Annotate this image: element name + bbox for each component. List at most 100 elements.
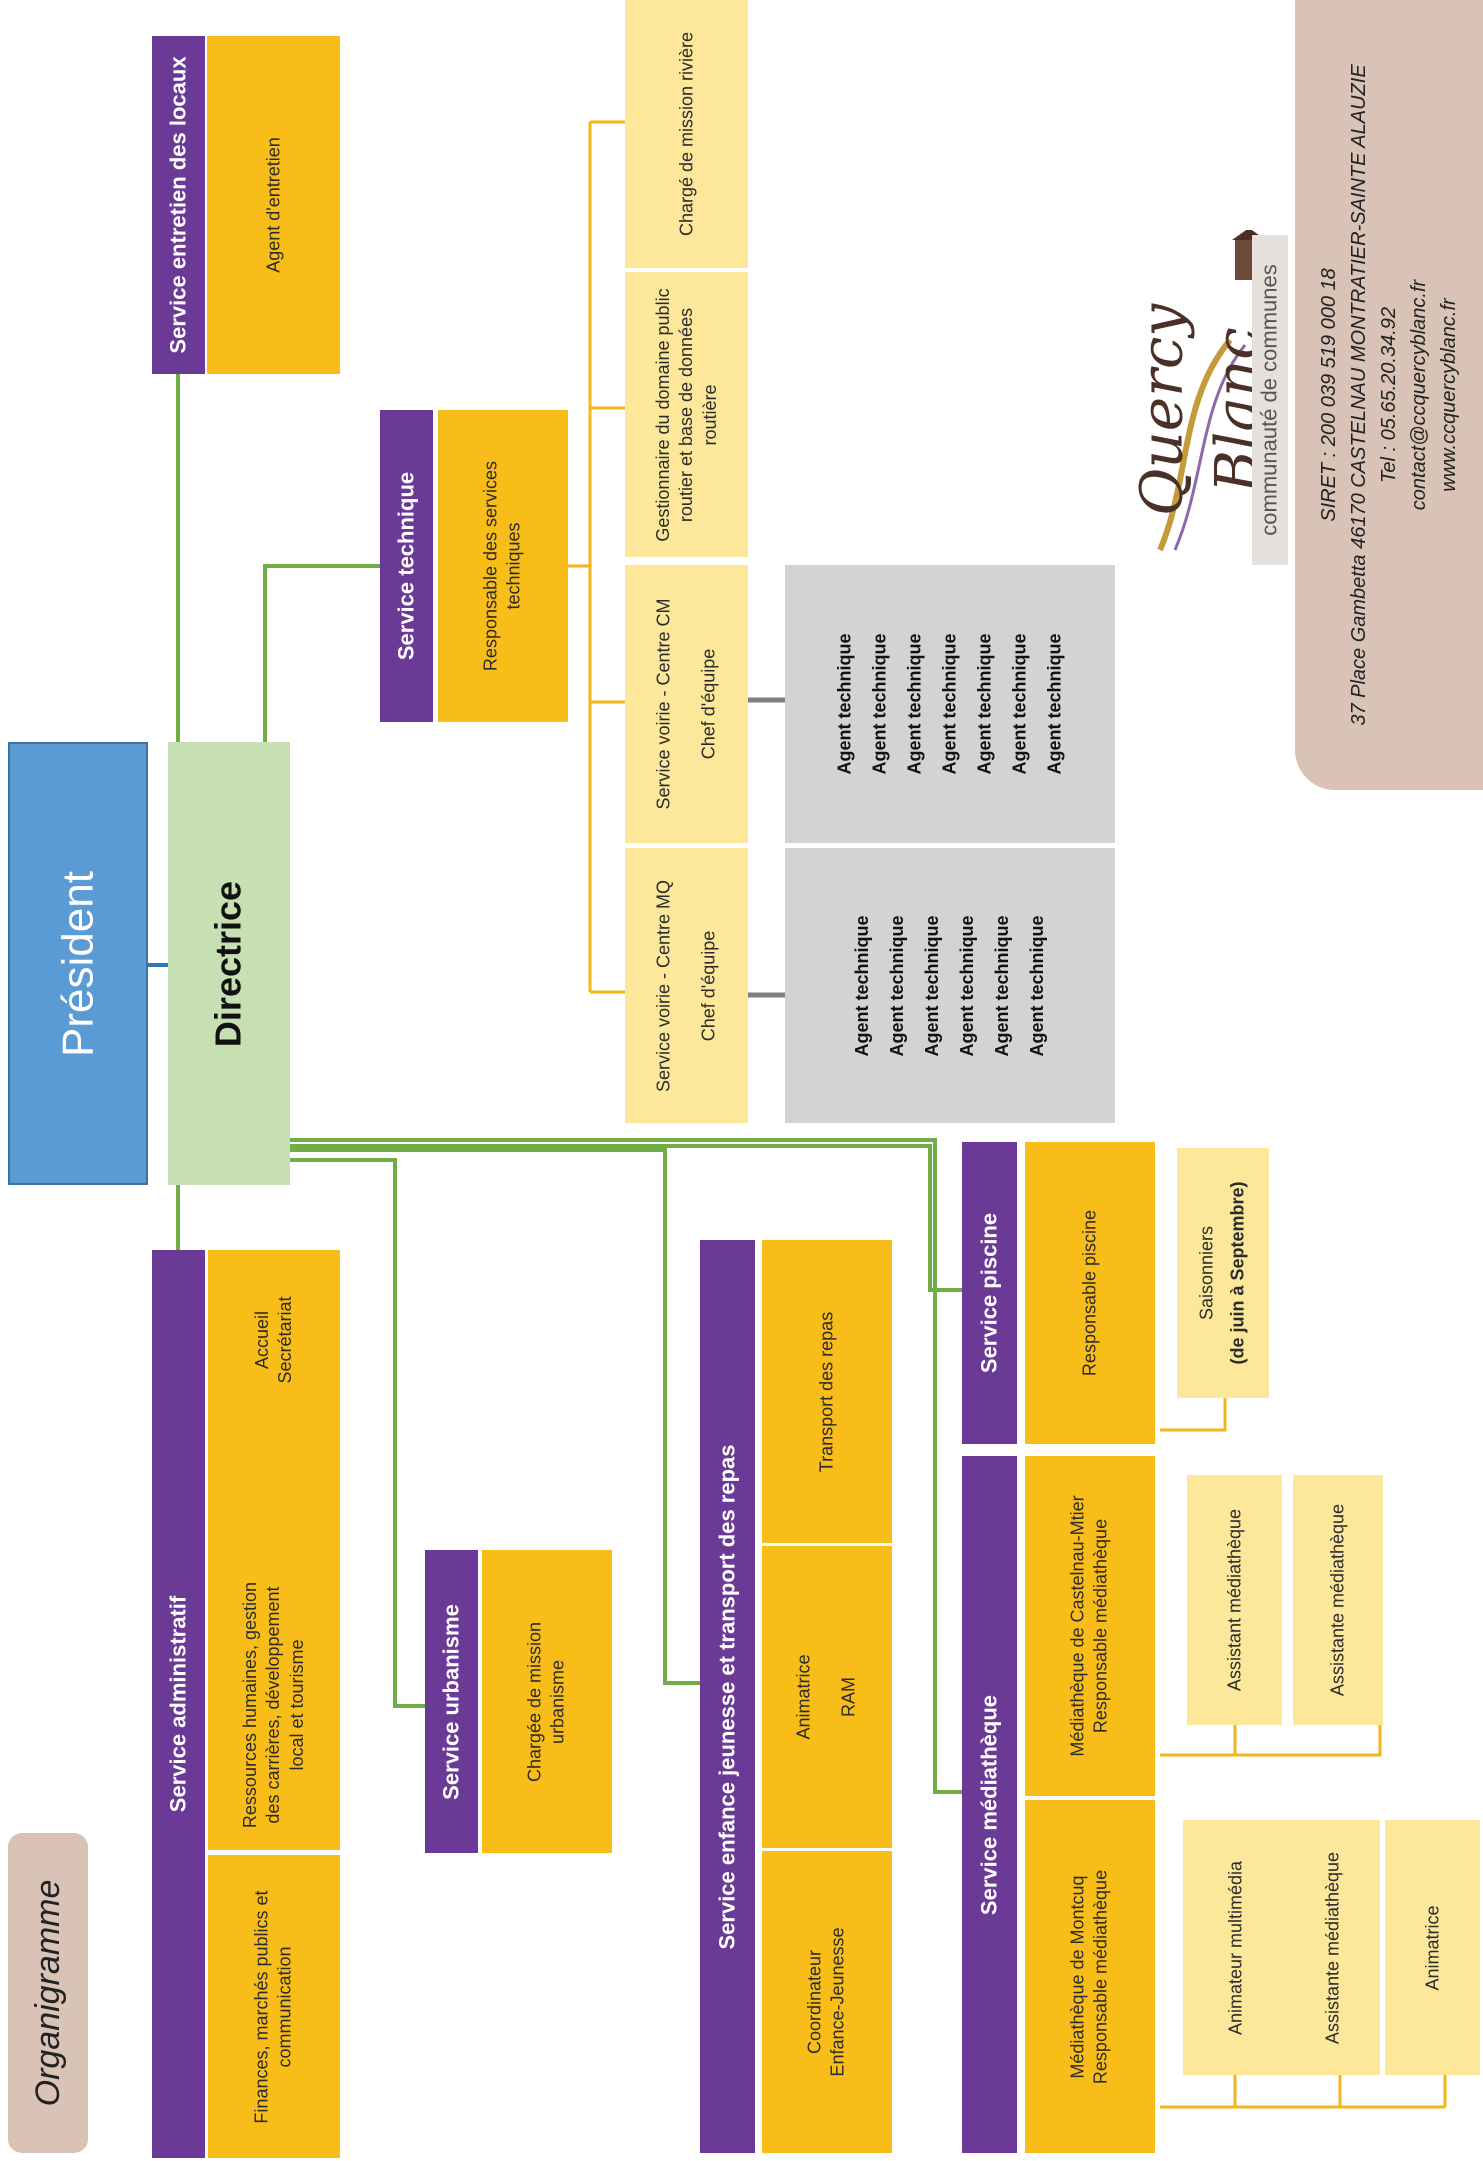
responsable-technique-label: Responsable des services techniques [480,460,524,672]
charge-mission-riviere-box: Chargé de mission rivière [625,0,748,268]
saisonniers-box: Saisonniers (de juin à Septembre) [1177,1148,1269,1398]
finances-label: Finances, marchés publics et communicati… [251,1889,295,2124]
responsable-piscine-box: Responsable piscine [1025,1142,1155,1444]
animatrice-ram-box: Animatrice RAM [762,1546,892,1848]
animatrice-label: Animatrice [793,1654,814,1740]
mediatheque-castelnau-text: Médiathèque de Castelnau-Mtier Responsab… [1067,1466,1114,1786]
saisonniers-label: Saisonniers [1196,1225,1217,1321]
directrice-label: Directrice [207,880,249,1047]
service-entretien-header: Service entretien des locaux [152,36,205,374]
montcuq-label: Médiathèque de Montcuq [1067,1874,1088,2079]
agent-technique-item: Agent technique [869,633,890,775]
ram-label: RAM [839,1677,859,1717]
coordinateur-text: Coordinateur Enfance-Jeunesse [804,1872,851,2132]
service-urbanisme-label: Service urbanisme [438,1603,464,1800]
accueil-secretariat-group: Accueil Secrétariat [251,1270,298,1410]
service-entretien-label: Service entretien des locaux [165,56,191,354]
assistante-mediatheque-2-box: Assistante médiathèque [1293,1475,1383,1725]
agent-technique-item: Agent technique [974,633,995,775]
chargee-urbanisme-box: Chargée de mission urbanisme [482,1550,612,1853]
service-urbanisme-header: Service urbanisme [425,1550,478,1853]
service-enfance-header: Service enfance jeunesse et transport de… [700,1240,755,2153]
service-technique-header: Service technique [380,410,433,722]
assistante-mediatheque-2-label: Assistante médiathèque [1327,1503,1348,1697]
animateur-multimedia-label: Animateur multimédia [1224,1860,1245,2035]
secretariat-label: Secrétariat [274,1296,295,1384]
responsable-piscine-label: Responsable piscine [1079,1209,1100,1377]
chargee-urbanisme-label: Chargée de mission urbanisme [524,1621,568,1782]
voirie-mq-chef: Chef d'équipe [698,930,719,1041]
tel-text: Tel : 05.65.20.34.92 [1378,306,1400,484]
gestionnaire-domaine-label: Gestionnaire du domaine public routier e… [652,287,720,542]
page-title: Organigramme [28,1879,67,2107]
mediatheque-montcuq-box: Médiathèque de Montcuq Responsable média… [1025,1800,1155,2153]
assistante-mediatheque-1-label: Assistante médiathèque [1321,1851,1342,2044]
email-text: contact@ccquercyblanc.fr [1408,279,1430,511]
accueil-secretariat-box: Ressources humaines, gestion des carrièr… [208,1250,340,1850]
transport-repas-label: Transport des repas [816,1311,837,1472]
agent-entretien-label: Agent d'entretien [262,137,283,273]
transport-repas-box: Transport des repas [762,1240,892,1543]
logo-tagline-box: communauté de communes [1252,235,1288,565]
coordinateur-label: Coordinateur [804,1949,825,2055]
service-administratif-header: Service administratif [152,1250,205,2158]
gestionnaire-domaine-box: Gestionnaire du domaine public routier e… [625,272,748,557]
voirie-mq-text: Service voirie - Centre MQ Chef d'équipe [652,856,721,1116]
directrice-box: Directrice [168,742,290,1185]
title-badge: Organigramme [8,1833,88,2153]
animatrice-ram-text: Animatrice RAM [793,1567,862,1827]
agent-technique-item: Agent technique [1044,633,1065,775]
agent-technique-item: Agent technique [852,914,872,1057]
president-label: Président [53,870,103,1057]
saisonniers-period: (de juin à Septembre) [1228,1181,1248,1365]
agent-entretien-box: Agent d'entretien [207,36,340,374]
mediatheque-castelnau-box: Médiathèque de Castelnau-Mtier Responsab… [1025,1456,1155,1796]
admin-roles-row: Ressources humaines, gestion des carrièr… [239,1270,309,1830]
agent-technique-item: Agent technique [992,914,1012,1057]
siret-text: SIRET : 200 039 519 000 18 [1318,268,1340,522]
animatrice-mediatheque-box: Animatrice [1385,1820,1480,2075]
voirie-cm-box: Service voirie - Centre CM Chef d'équipe [625,565,748,843]
agent-technique-item: Agent technique [1027,914,1047,1057]
agent-technique-item: Agent technique [887,914,907,1057]
mediatheque-montcuq-text: Médiathèque de Montcuq Responsable média… [1067,1812,1114,2142]
coordinateur-sub-label: Enfance-Jeunesse [828,1927,848,2077]
service-administratif-label: Service administratif [165,1595,191,1813]
montcuq-responsable-label: Responsable médiathèque [1091,1869,1111,2084]
service-technique-label: Service technique [393,471,419,661]
saisonniers-text: Saisonniers (de juin à Septembre) [1196,1153,1251,1393]
contact-lines: SIRET : 200 039 519 000 18 37 Place Gamb… [1316,15,1462,775]
agents-mq-box: Agent technique Agent technique Agent te… [785,848,1115,1123]
service-piscine-label: Service piscine [976,1212,1002,1374]
contact-card: SIRET : 200 039 519 000 18 37 Place Gamb… [1295,0,1483,790]
agent-technique-item: Agent technique [834,633,855,775]
agents-cm-box: Agent technique Agent technique Agent te… [785,565,1115,843]
coordinateur-box: Coordinateur Enfance-Jeunesse [762,1851,892,2153]
charge-mission-riviere-label: Chargé de mission rivière [675,31,696,237]
service-enfance-label: Service enfance jeunesse et transport de… [714,1444,740,1950]
assistant-mediatheque-box: Assistant médiathèque [1187,1475,1282,1725]
service-mediatheque-header: Service médiathèque [962,1456,1017,2153]
logo-tagline: communauté de communes [1256,264,1282,536]
agent-technique-item: Agent technique [904,633,925,775]
agent-technique-item: Agent technique [957,914,977,1057]
voirie-mq-box: Service voirie - Centre MQ Chef d'équipe [625,848,748,1123]
agents-cm-list: Agent technique Agent technique Agent te… [835,633,1066,774]
agent-technique-item: Agent technique [939,633,960,775]
assistant-mediatheque-label: Assistant médiathèque [1223,1508,1244,1692]
voirie-cm-chef: Chef d'équipe [698,648,719,760]
service-mediatheque-label: Service médiathèque [976,1694,1002,1915]
castelnau-label: Médiathèque de Castelnau-Mtier [1067,1495,1088,1757]
agent-technique-item: Agent technique [1009,633,1030,775]
voirie-cm-text: Service voirie - Centre CM Chef d'équipe [652,574,721,834]
assistante-mediatheque-1-box: Assistante médiathèque [1285,1820,1380,2075]
voirie-cm-title: Service voirie - Centre CM [653,598,674,810]
responsable-technique-box: Responsable des services techniques [438,410,568,722]
agents-mq-list: Agent technique Agent technique Agent te… [852,915,1048,1056]
animateur-multimedia-box: Animateur multimédia [1183,1820,1288,2075]
castelnau-responsable-label: Responsable médiathèque [1091,1518,1111,1734]
rh-label: Ressources humaines, gestion des carrièr… [239,1581,307,1829]
website-text: www.ccquercyblanc.fr [1438,298,1460,492]
agent-technique-item: Agent technique [922,914,942,1057]
